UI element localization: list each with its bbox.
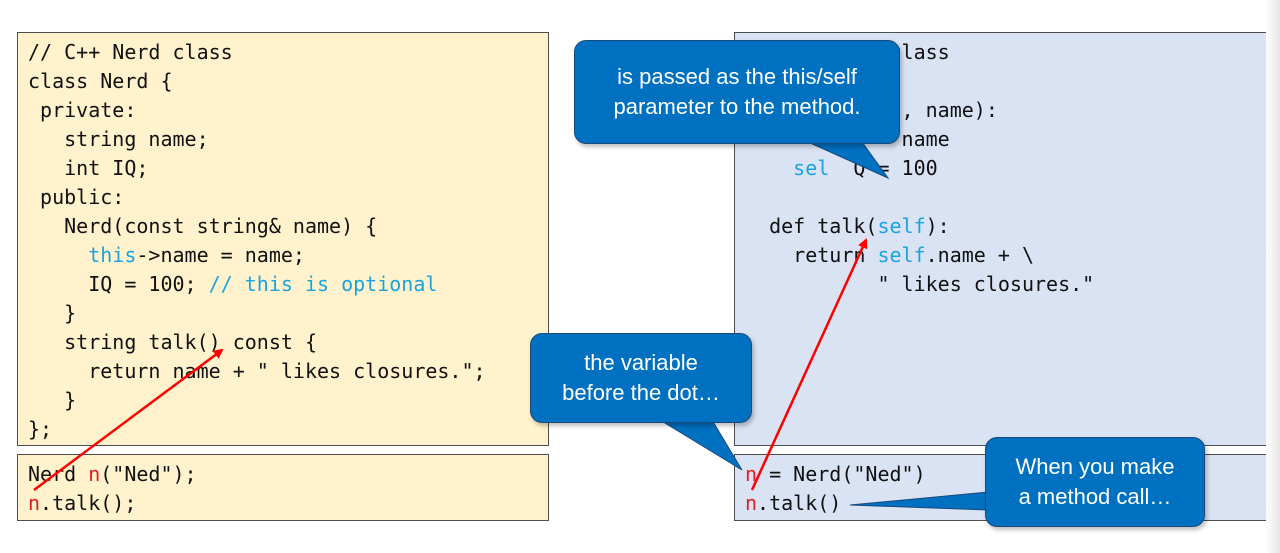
- code-token: ->name = name;: [136, 243, 305, 267]
- variable-before-dot-callout: the variable before the dot…: [530, 333, 752, 423]
- code-line: IQ = 100; // this is optional: [28, 270, 548, 299]
- method-call-callout: When you make a method call…: [985, 437, 1205, 527]
- code-line: def talk(self):: [745, 212, 1266, 241]
- self-param-callout-tail: [807, 141, 890, 180]
- object-variable-token: n: [28, 491, 41, 515]
- keyword-token: self: [877, 214, 926, 238]
- code-line: " likes closures.": [745, 270, 1266, 299]
- callout-text-line: is passed as the this/self: [617, 64, 857, 89]
- code-line: public:: [28, 183, 548, 212]
- code-line: // C++ Nerd class: [28, 38, 548, 67]
- variable-callout-tail: [658, 419, 743, 471]
- code-line: private:: [28, 96, 548, 125]
- keyword-token: sel: [793, 156, 830, 180]
- object-variable-token: n: [745, 491, 758, 515]
- code-line: n.talk(): [745, 489, 1266, 518]
- code-token: // C++ Nerd class: [28, 40, 233, 64]
- code-line: class Nerd {: [28, 67, 548, 96]
- code-token: Nerd(const string& name) {: [28, 214, 378, 238]
- code-token: }: [28, 301, 77, 325]
- code-token: def talk(: [745, 214, 878, 238]
- code-token: string name;: [28, 127, 209, 151]
- callout-text-line: parameter to the method.: [613, 94, 861, 119]
- code-line: Nerd(const string& name) {: [28, 212, 548, 241]
- code-token: int IQ;: [28, 156, 149, 180]
- method-call-callout-tail: [849, 491, 989, 511]
- callout-text-line: When you make: [1015, 454, 1175, 479]
- code-token: IQ = 100;: [28, 272, 209, 296]
- keyword-token: self: [877, 243, 926, 267]
- code-token: private:: [28, 98, 137, 122]
- code-token: ):: [925, 214, 950, 238]
- code-token: .talk();: [40, 491, 137, 515]
- self-param-callout: is passed as the this/self parameter to …: [574, 40, 900, 144]
- callout-text-line: the variable: [584, 350, 698, 375]
- keyword-token: this: [88, 243, 137, 267]
- code-line: }: [28, 299, 548, 328]
- code-token: .name + \: [925, 243, 1034, 267]
- code-token: " likes closures.": [745, 272, 1095, 296]
- keyword-token: // this is optional: [208, 272, 438, 296]
- code-token: , name):: [901, 98, 998, 122]
- slide-edge-shadow: [1266, 0, 1280, 553]
- code-line: n.talk();: [28, 489, 548, 518]
- callout-text-line: a method call…: [1018, 484, 1172, 509]
- code-token: .talk(): [757, 491, 842, 515]
- code-line: string name;: [28, 125, 548, 154]
- code-token: public:: [28, 185, 125, 209]
- callout-text-line: before the dot…: [562, 380, 720, 405]
- code-line: this->name = name;: [28, 241, 548, 270]
- code-line: int IQ;: [28, 154, 548, 183]
- code-token: class Nerd {: [28, 69, 173, 93]
